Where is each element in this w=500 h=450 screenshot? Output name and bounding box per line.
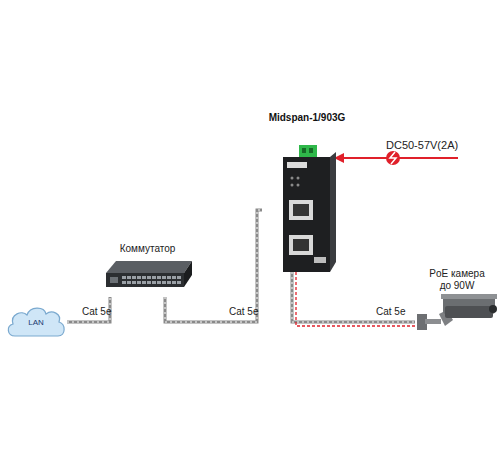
cloud-node: LAN bbox=[5, 300, 67, 344]
midspan-node: Midspan-1/903G bbox=[262, 112, 352, 272]
lightning-symbol bbox=[390, 152, 396, 164]
cable-label: Cat 5e bbox=[376, 306, 405, 318]
node-text: PoE камера до 90W bbox=[426, 268, 488, 292]
power-symbol bbox=[386, 151, 400, 165]
cable-label: Cat 5e bbox=[82, 306, 111, 318]
switch-node: Коммутатор bbox=[100, 243, 195, 297]
power-label: DC50-57V(2A) bbox=[386, 139, 458, 151]
camera-node: PoE камера до 90W bbox=[415, 268, 498, 346]
node-text: LAN bbox=[5, 317, 67, 329]
cable-connector bbox=[292, 272, 419, 326]
midspan-illustration bbox=[262, 112, 352, 272]
cable-line bbox=[292, 272, 415, 322]
cable-twist bbox=[292, 272, 415, 322]
node-text: Midspan-1/903G bbox=[262, 112, 352, 124]
poe-power-line bbox=[296, 272, 419, 326]
node-text: Коммутатор bbox=[100, 243, 195, 255]
cable-label: Cat 5e bbox=[229, 306, 258, 318]
camera-illustration bbox=[415, 268, 498, 346]
